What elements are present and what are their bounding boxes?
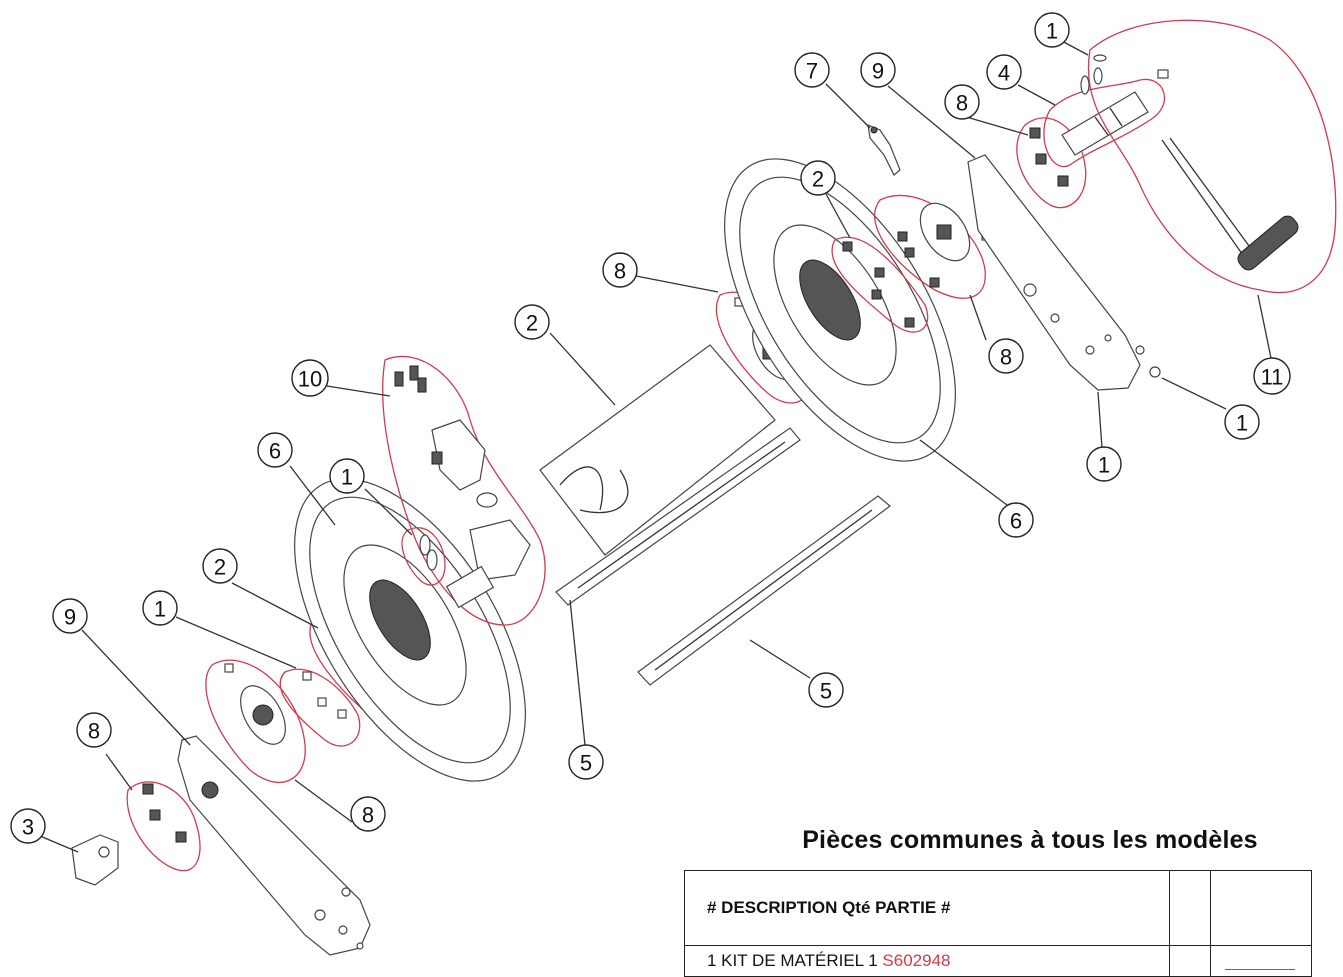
callout-1-right: 1 bbox=[1224, 404, 1260, 440]
shaft-coupling-group bbox=[1043, 67, 1169, 168]
svg-text:1: 1 bbox=[1046, 19, 1058, 44]
left-hub-bearing-group bbox=[205, 659, 306, 784]
callout-9-left: 9 bbox=[52, 598, 88, 634]
part-number: S602948 bbox=[882, 951, 951, 970]
svg-text:2: 2 bbox=[526, 311, 538, 336]
parts-table-header-empty-cell bbox=[1169, 870, 1211, 946]
right-frame-bolt-group bbox=[1016, 117, 1087, 209]
callout-8-right-mid: 8 bbox=[988, 338, 1024, 374]
svg-text:8: 8 bbox=[362, 803, 374, 828]
callout-6-right: 6 bbox=[998, 502, 1034, 538]
leader-lines bbox=[39, 39, 1272, 853]
svg-text:8: 8 bbox=[956, 91, 968, 116]
callout-9-right: 9 bbox=[860, 52, 896, 88]
svg-text:1: 1 bbox=[341, 465, 353, 490]
svg-text:1: 1 bbox=[1236, 411, 1248, 436]
right-drum-flange bbox=[724, 158, 956, 462]
callout-1-top: 1 bbox=[1034, 12, 1070, 48]
svg-text:9: 9 bbox=[872, 59, 884, 84]
right-side-frame bbox=[967, 154, 1161, 391]
section-title: Pièces communes à tous les modèles bbox=[802, 826, 1258, 854]
parts-table-header-empty-cell bbox=[1210, 870, 1312, 946]
hose-rails bbox=[555, 427, 891, 686]
parts-table-row-description: 1 KIT DE MATÉRIEL 1 S602948 bbox=[684, 945, 1170, 977]
callout-4: 4 bbox=[986, 54, 1022, 90]
swivel-inlet-group bbox=[382, 355, 546, 626]
callout-6-left: 6 bbox=[257, 432, 293, 468]
drum-body bbox=[539, 344, 776, 556]
svg-text:8: 8 bbox=[1000, 345, 1012, 370]
callout-2-left: 2 bbox=[202, 548, 238, 584]
svg-text:1: 1 bbox=[1098, 453, 1110, 478]
callout-1-frame-bottom: 1 bbox=[1086, 446, 1122, 482]
left-side-frame bbox=[177, 735, 371, 956]
callout-8-right-top: 8 bbox=[944, 84, 980, 120]
crank-handle-group bbox=[1087, 19, 1337, 294]
callout-10: 10 bbox=[291, 359, 329, 397]
svg-text:8: 8 bbox=[88, 719, 100, 744]
parts-table-empty-cell bbox=[1169, 945, 1211, 977]
svg-text:7: 7 bbox=[806, 59, 818, 84]
svg-text:5: 5 bbox=[580, 751, 592, 776]
right-bolt-group bbox=[831, 236, 929, 333]
table-row: 1 KIT DE MATÉRIEL 1 S602948 bbox=[684, 945, 1312, 977]
callout-2-drum: 2 bbox=[514, 304, 550, 340]
callout-5-left: 5 bbox=[568, 744, 604, 780]
svg-text:3: 3 bbox=[22, 815, 34, 840]
callout-8-center: 8 bbox=[602, 252, 638, 288]
svg-text:10: 10 bbox=[298, 367, 322, 392]
parts-table-header-row: # DESCRIPTION Qté PARTIE # bbox=[684, 870, 1312, 946]
svg-text:8: 8 bbox=[614, 259, 626, 284]
parts-table: # DESCRIPTION Qté PARTIE # 1 KIT DE MATÉ… bbox=[684, 870, 1312, 977]
red-underline-mark bbox=[1225, 969, 1295, 970]
svg-text:2: 2 bbox=[214, 555, 226, 580]
callout-1-left: 1 bbox=[142, 590, 178, 626]
svg-text:6: 6 bbox=[1010, 509, 1022, 534]
svg-text:4: 4 bbox=[998, 61, 1010, 86]
parts-table-header: # DESCRIPTION Qté PARTIE # bbox=[684, 870, 1170, 946]
svg-text:2: 2 bbox=[812, 167, 824, 192]
svg-text:6: 6 bbox=[269, 439, 281, 464]
callout-11: 11 bbox=[1253, 357, 1291, 395]
callout-8-left-bottom: 8 bbox=[350, 796, 386, 832]
parts-table-empty-cell bbox=[1210, 945, 1312, 977]
svg-text:11: 11 bbox=[1261, 365, 1284, 390]
valve bbox=[867, 124, 901, 176]
left-drum-flange bbox=[294, 478, 526, 782]
left-crank-hub bbox=[71, 834, 119, 886]
left-bolt-group-a bbox=[126, 781, 201, 872]
svg-text:5: 5 bbox=[820, 679, 832, 704]
callout-3: 3 bbox=[10, 808, 46, 844]
svg-text:9: 9 bbox=[64, 605, 76, 630]
callout-1-swivel: 1 bbox=[329, 458, 365, 494]
callout-5-right: 5 bbox=[808, 672, 844, 708]
callout-7: 7 bbox=[794, 52, 830, 88]
callout-2-right: 2 bbox=[800, 160, 836, 196]
row-text: 1 KIT DE MATÉRIEL 1 bbox=[707, 951, 883, 970]
right-hub-group bbox=[874, 194, 991, 299]
callout-8-left-top: 8 bbox=[76, 712, 112, 748]
svg-text:1: 1 bbox=[154, 597, 166, 622]
